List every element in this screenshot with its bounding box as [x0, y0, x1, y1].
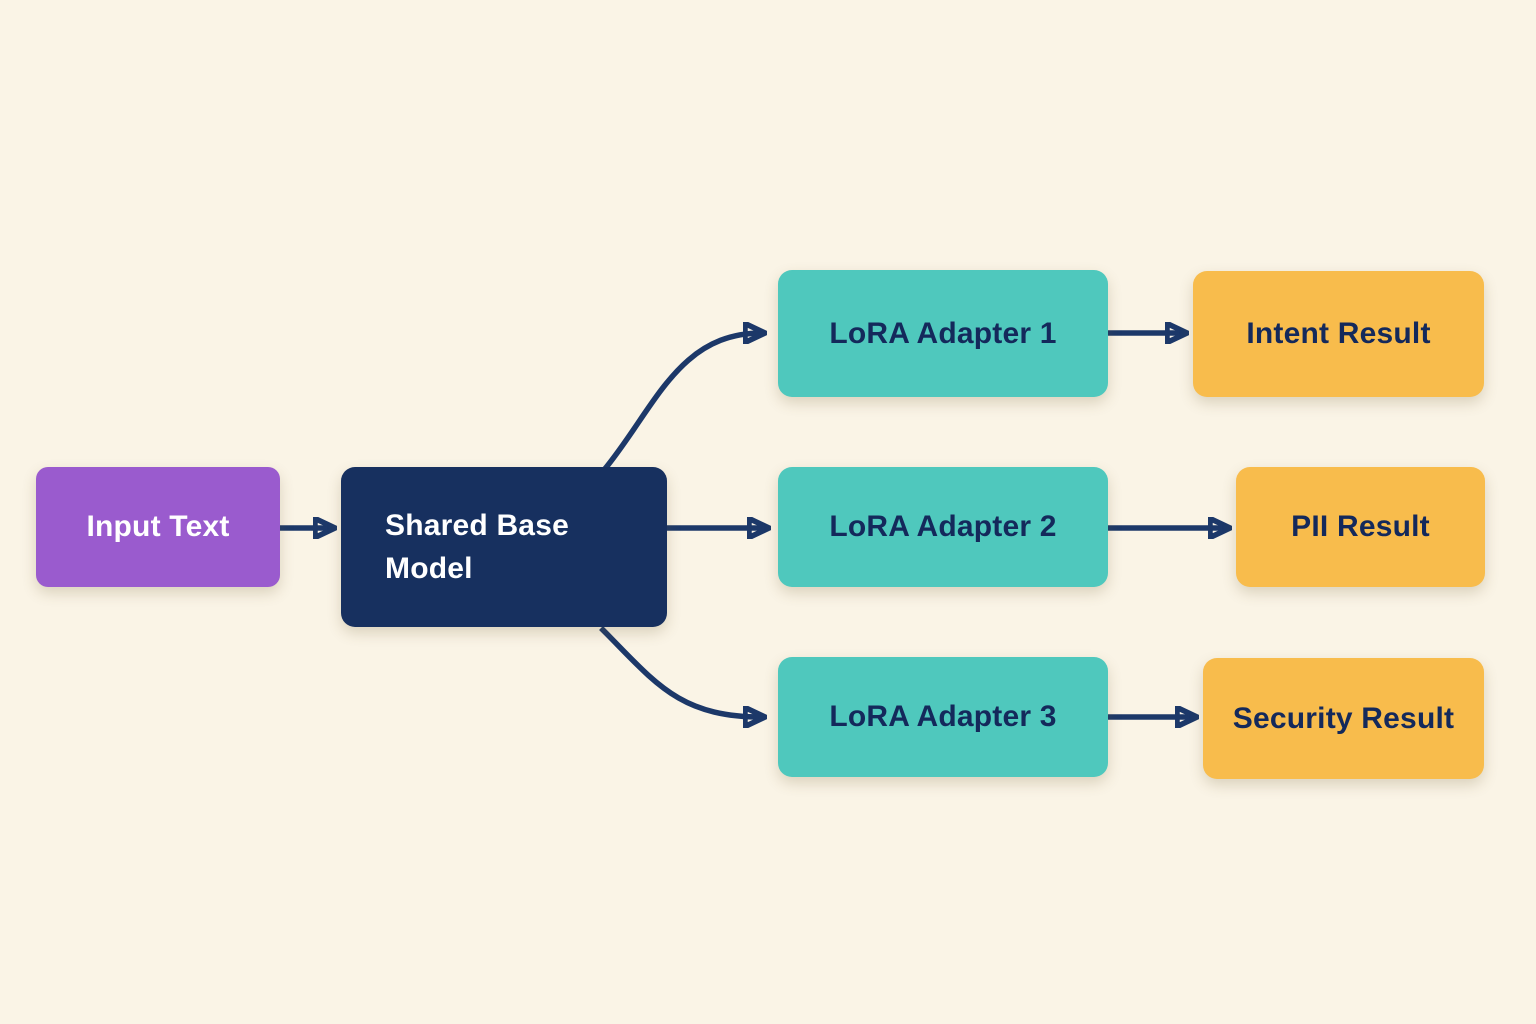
node-security-result: Security Result	[1203, 658, 1484, 779]
arrow-base-to-adapter1	[601, 333, 762, 472]
node-shared-base-model: Shared Base Model	[341, 467, 667, 627]
node-lora-adapter-1: LoRA Adapter 1	[778, 270, 1108, 397]
node-pii-result-label: PII Result	[1291, 510, 1430, 543]
node-input-text: Input Text	[36, 467, 280, 587]
node-input-text-label: Input Text	[86, 510, 230, 543]
arrow-base-to-adapter3	[599, 626, 762, 717]
node-security-result-label: Security Result	[1232, 701, 1455, 735]
node-intent-result-label: Intent Result	[1246, 317, 1431, 350]
node-shared-base-model-label: Shared Base Model	[385, 508, 569, 586]
node-lora-adapter-2: LoRA Adapter 2	[778, 467, 1108, 587]
node-lora-adapter-2-label: LoRA Adapter 2	[829, 510, 1057, 543]
node-pii-result: PII Result	[1236, 467, 1485, 587]
node-intent-result: Intent Result	[1193, 271, 1484, 397]
node-lora-adapter-3-label: LoRA Adapter 3	[829, 700, 1057, 733]
node-lora-adapter-3: LoRA Adapter 3	[778, 657, 1108, 777]
node-lora-adapter-1-label: LoRA Adapter 1	[829, 316, 1057, 350]
